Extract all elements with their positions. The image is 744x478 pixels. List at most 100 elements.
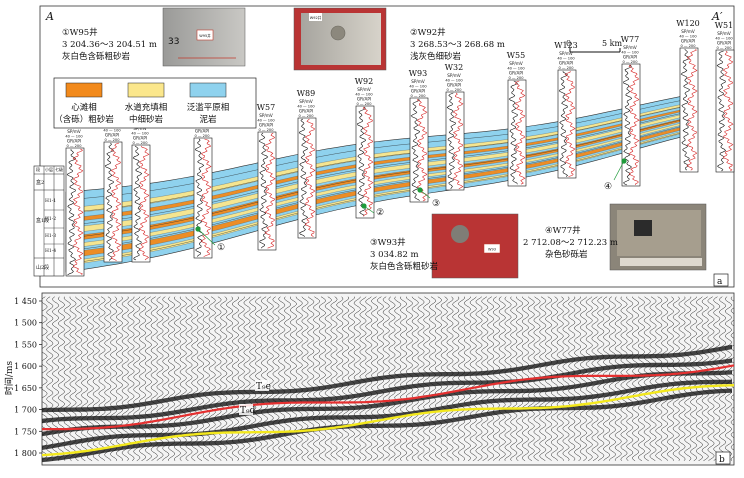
well-gr-label: GR/API <box>195 129 209 134</box>
well-gr-range: 0 — 200 <box>508 76 524 80</box>
horizon-t9e-label: T₉e <box>256 382 271 392</box>
lithofacies-legend: 心滩相 （含砾）粗砂岩 水道充填相 中细砂岩 泛滥平原相 泥岩 <box>53 77 257 129</box>
well-name: W77 <box>621 35 639 44</box>
well-sp-label: SP/mV <box>559 51 573 56</box>
well-sp-range: 40 — 100 <box>715 37 733 41</box>
legend-label-2b: 中细砂岩 <box>129 114 164 125</box>
photo-caption-w95-depth: 3 204.36～3 204.51 m <box>62 40 157 50</box>
well-gr-range: 0 — 200 <box>258 128 274 132</box>
strat-header-1: 段 <box>36 166 40 172</box>
horizon-t9e-line <box>42 364 734 431</box>
core-photo-w92: W92井 <box>293 7 387 71</box>
legend-swatch-channel-fill <box>127 82 165 98</box>
well-gr-label: GR/API <box>357 97 371 102</box>
photo-caption-w77-depth: 2 712.08～2 712.23 m <box>523 238 618 248</box>
well-gr-label: GR/API <box>299 109 313 114</box>
photo-caption-w77-lith: 杂色砂砾岩 <box>545 249 588 260</box>
legend-swatch-braid-bar <box>65 82 103 98</box>
horizon-t9d-line <box>42 384 734 457</box>
scale-length: 5 km <box>602 39 622 48</box>
well-sp-label: SP/mV <box>447 73 461 78</box>
legend-label-1b: （含砾）粗砂岩 <box>54 114 114 125</box>
well-sp-range: 40 — 100 <box>679 35 697 39</box>
section-end-label: A′ <box>711 10 723 23</box>
photo-caption-w93-lith: 灰白色含砾粗砂岩 <box>370 261 439 272</box>
well-sp-label: SP/mV <box>67 129 81 134</box>
well-gr-range: 0 — 200 <box>356 102 372 106</box>
strat-unit-shan2: 山2段 <box>36 264 49 271</box>
well-name: W89 <box>297 89 315 98</box>
well-sp-label: SP/mV <box>411 79 425 84</box>
sample-marker-2: ② <box>376 208 384 218</box>
strat-unit-h1-2: H1-2 <box>45 216 56 222</box>
well-sp-range: 40 — 100 <box>297 105 315 109</box>
well-sp-range: 40 — 100 <box>257 119 275 123</box>
photo-caption-w92-depth: 3 268.53～3 268.68 m <box>410 40 505 50</box>
well-sp-label: SP/mV <box>681 29 695 34</box>
well-sp-range: 40 — 100 <box>409 85 427 89</box>
well-sp-range: 40 — 100 <box>445 79 463 83</box>
y-tick-label: 1 650 <box>14 384 37 393</box>
y-tick-label: 1 450 <box>14 297 37 306</box>
legend-label-1a: 心滩相 <box>71 102 97 113</box>
core-photo-w95: W95井 33 <box>162 7 246 67</box>
well-gr-range: 0 — 200 <box>194 134 210 138</box>
well-gr-label: GR/API <box>133 136 147 141</box>
well-gr-range: 0 — 200 <box>298 114 314 118</box>
well-sp-range: 40 — 100 <box>65 135 83 139</box>
strat-column: 段 小层 七级 盒2 盒1段 H1-1 H1-2 H1-3 H1-4 山2段 <box>33 165 65 277</box>
well-gr-range: 0 — 200 <box>446 88 462 92</box>
strat-unit-h1-1: H1-1 <box>45 198 56 204</box>
legend-label-2a: 水道充填相 <box>125 102 168 113</box>
well-name: W55 <box>507 51 525 60</box>
well-gr-range: 0 — 200 <box>680 44 696 48</box>
well-name: W32 <box>445 63 463 72</box>
photo-caption-w93-depth: 3 034.82 m <box>370 250 419 260</box>
core-photo-w77 <box>609 203 707 271</box>
strat-unit-h1-4: H1-4 <box>45 248 56 254</box>
well-gr-label: GR/API <box>411 89 425 94</box>
panel-a-tag: a <box>717 277 723 287</box>
well-sp-label: SP/mV <box>259 113 273 118</box>
well-sp-range: 40 — 100 <box>557 57 575 61</box>
sample-marker-4: ④ <box>604 182 612 192</box>
sample-marker-3: ③ <box>432 199 440 209</box>
photo-handwriting: 33 <box>168 37 179 47</box>
well-sp-range: 40 — 100 <box>507 67 525 71</box>
well-sp-label: SP/mV <box>509 61 523 66</box>
well-sp-label: SP/mV <box>623 45 637 50</box>
well-gr-range: 0 — 200 <box>716 46 732 50</box>
horizon-t9d-label: T₉d <box>240 406 256 416</box>
well-gr-label: GR/API <box>717 41 731 46</box>
well-name: W57 <box>257 103 275 112</box>
well-gr-label: GR/API <box>259 123 273 128</box>
strat-unit-he2: 盒2 <box>36 179 44 186</box>
well-sp-range: 40 — 100 <box>355 93 373 97</box>
legend-label-3b: 泥岩 <box>199 114 217 125</box>
strat-unit-h1-3: H1-3 <box>45 233 56 239</box>
panel-b-tag: b <box>719 455 725 465</box>
well-gr-label: GR/API <box>509 71 523 76</box>
legend-swatch-floodplain <box>189 82 227 98</box>
core-photo-w93: W93 <box>431 213 519 279</box>
well-gr-label: GR/API <box>559 61 573 66</box>
y-tick-label: 1 600 <box>14 362 37 371</box>
photo-tag-w92: W92井 <box>310 15 322 20</box>
well-sp-label: SP/mV <box>133 126 147 131</box>
well-sp-range: 40 — 100 <box>621 51 639 55</box>
photo-tag-w93: W93 <box>488 248 496 252</box>
well-name: W120 <box>676 19 700 28</box>
well-gr-label: GR/API <box>623 55 637 60</box>
well-name: W123 <box>554 41 578 50</box>
y-tick-label: 1 550 <box>14 340 37 349</box>
strat-header-2: 小层 <box>45 166 53 172</box>
well-sp-label: SP/mV <box>717 31 731 36</box>
well-gr-label: GR/API <box>105 133 119 138</box>
